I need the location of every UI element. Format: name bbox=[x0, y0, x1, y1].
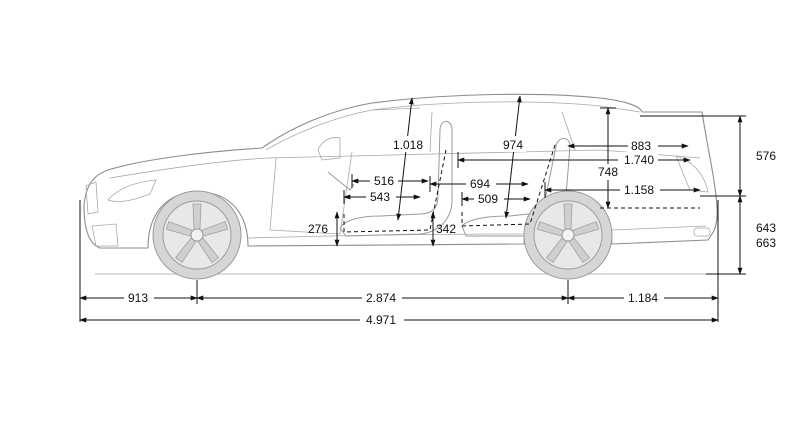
dim-1158-label: 1.158 bbox=[624, 183, 654, 197]
roof-inner bbox=[371, 101, 641, 113]
dim-543-label: 543 bbox=[370, 190, 390, 204]
grille bbox=[85, 181, 99, 215]
dim-1018-label: 1.018 bbox=[393, 138, 423, 152]
dim-2874-label: 2.874 bbox=[366, 291, 396, 305]
rear-bumper bbox=[611, 225, 707, 231]
dim-694-label: 694 bbox=[470, 177, 490, 191]
front-wheel bbox=[152, 190, 242, 280]
headlight bbox=[107, 179, 157, 202]
exhaust bbox=[693, 227, 711, 237]
dim-974-label: 974 bbox=[503, 138, 523, 152]
rear-occupant-guide bbox=[461, 141, 557, 227]
tail-light bbox=[675, 155, 709, 193]
dim-516-label: 516 bbox=[374, 174, 394, 188]
dim-576-label: 576 bbox=[756, 149, 776, 163]
dim-1184-label: 1.184 bbox=[628, 291, 658, 305]
dim-748-label: 748 bbox=[598, 165, 618, 179]
front-seat bbox=[339, 121, 453, 237]
dim-342-label: 342 bbox=[436, 222, 456, 236]
beltline bbox=[109, 149, 701, 179]
front-door bbox=[269, 151, 353, 235]
windshield bbox=[265, 107, 421, 151]
front-intake bbox=[91, 223, 119, 247]
steering-wheel bbox=[327, 171, 355, 191]
dim-509-label: 509 bbox=[478, 192, 498, 206]
b-pillar bbox=[429, 111, 433, 153]
dim-1018-line bbox=[396, 97, 414, 221]
dim-276-label: 276 bbox=[308, 222, 328, 236]
dim-974-line bbox=[504, 95, 522, 219]
dimension-labels: 1.018 974 883 1.740 576 748 516 694 543 … bbox=[124, 136, 776, 328]
dim-643-label: 643 bbox=[756, 221, 776, 235]
dim-4971-label: 4.971 bbox=[366, 313, 396, 327]
rear-wheel bbox=[523, 190, 613, 280]
side-mirror bbox=[317, 137, 341, 161]
dim-913-label: 913 bbox=[128, 291, 148, 305]
dim-883-label: 883 bbox=[631, 139, 651, 153]
dim-663-label: 663 bbox=[756, 236, 776, 250]
front-occupant-guide bbox=[343, 149, 447, 233]
dim-1740-label: 1.740 bbox=[624, 153, 654, 167]
c-pillar bbox=[561, 111, 576, 151]
